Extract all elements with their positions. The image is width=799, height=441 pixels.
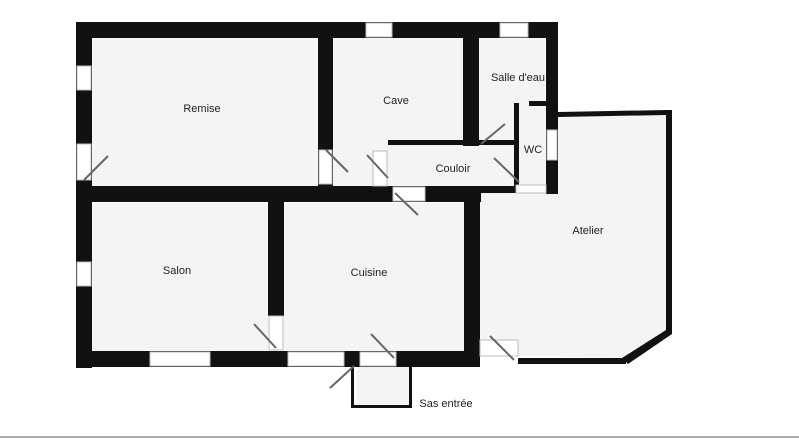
wall-middle [76,186,481,202]
wall-atelier-bottom [518,358,626,364]
wall-sas-right [409,364,412,408]
door-gap-atelier [479,339,519,357]
floor-cuisine [284,203,464,351]
floor-salon [92,203,268,351]
floor-atelier [480,112,666,358]
door-leaf-wc [493,157,520,183]
floor-couloir [390,145,516,187]
door-gap-wc [515,184,547,194]
floor-remise [92,38,318,186]
room-label-wc: WC [524,144,542,156]
window-cuisine-bottom [287,351,345,367]
floor-sas-entree [357,364,409,404]
door-leaf-cave-right [366,154,389,179]
door-gap-salon [268,315,284,351]
door-gap-cuisine [359,351,397,367]
wall-wc-top [529,101,549,106]
door-leaf-salon [253,323,277,349]
wall-sas-left [351,364,354,408]
wall-couloir-bottom [464,186,558,193]
wall-sas-bottom [351,405,412,408]
wall-salon-cuisine [268,202,284,316]
door-leaf-atelier [489,335,515,361]
room-label-cave: Cave [383,95,409,107]
wall-cave-salle [463,22,479,146]
wall-atelier-right [666,110,672,334]
window-remise-left [76,65,92,91]
wall-wc [514,103,519,190]
wall-atelier-top [558,110,666,117]
door-leaf-cuisine [370,333,395,359]
room-label-remise: Remise [183,103,220,115]
room-label-sas-entree: Sas entrée [419,398,472,410]
wall-couloir-top [388,140,516,145]
room-label-cuisine: Cuisine [351,267,388,279]
windows [76,22,558,367]
room-label-salon: Salon [163,265,191,277]
door-leaf-couloir-bottom [394,192,419,216]
door-leaf-sas [329,365,355,389]
window-salon-left [76,261,92,287]
doors [76,123,547,389]
wall-top [76,22,556,38]
door-gap-cave-left [318,149,333,185]
floors [92,38,666,404]
door-leaf-salle [480,123,506,145]
door-leaf-remise-left [83,155,109,181]
wall-cuisine-atelier [464,193,480,367]
wall-atelier-diagonal [622,330,672,364]
window-wc-right [546,129,558,161]
window-cave-top [365,22,393,38]
window-salon-bottom [149,351,211,367]
room-label-atelier: Atelier [572,225,604,237]
door-gap-couloir-bottom [392,186,426,202]
door-leaf-cave-left [325,149,349,173]
room-label-couloir: Couloir [436,163,471,175]
wall-bottom [76,351,480,367]
room-labels: Remise Cave Salle d'eau WC Couloir Ateli… [163,72,604,410]
wall-remise-cave [318,22,333,186]
window-salle-top [499,22,529,38]
room-label-salle-d-eau: Salle d'eau [491,72,545,84]
wall-right-salle [546,22,558,194]
floor-wc [519,108,547,188]
